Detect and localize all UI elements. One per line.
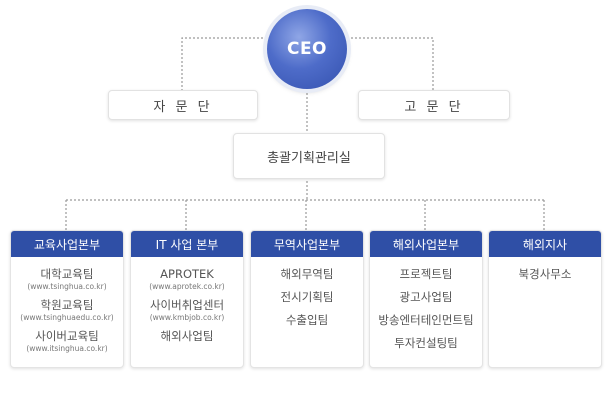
team-name: 수출입팀 [285, 313, 329, 327]
dept-education: 교육사업본부 대학교육팀 (www.tsinghua.co.kr) 학원교육팀 … [10, 230, 124, 368]
team-name: 전시기획팀 [280, 290, 334, 304]
team-url: (www.kmbjob.co.kr) [149, 313, 225, 322]
team-item: 사이버취업센터 (www.kmbjob.co.kr) [131, 298, 243, 322]
advisory-board-label: 자 문 단 [153, 99, 213, 115]
team-item: 전시기획팀 [251, 290, 363, 305]
team-item: 광고사업팀 [370, 290, 482, 305]
dept-header: 교육사업본부 [11, 231, 123, 257]
team-item: 방송엔터테인먼트팀 [370, 313, 482, 328]
team-name: 북경사무소 [518, 267, 572, 281]
team-item: 대학교육팀 (www.tsinghua.co.kr) [11, 267, 123, 291]
team-name: 사이버교육팀 [35, 329, 99, 343]
team-name: 광고사업팀 [399, 290, 453, 304]
team-item: 사이버교육팀 (www.itsinghua.co.kr) [11, 329, 123, 353]
dept-header: 해외지사 [489, 231, 601, 257]
team-name: 방송엔터테인먼트팀 [378, 313, 474, 327]
consulting-board-box: 고 문 단 [358, 90, 510, 120]
team-item: 북경사무소 [489, 267, 601, 282]
team-item: 투자컨설팅팀 [370, 336, 482, 351]
ceo-node: CEO [267, 9, 347, 89]
team-item: 수출입팀 [251, 313, 363, 328]
dept-overseas-branch: 해외지사 북경사무소 [488, 230, 602, 368]
team-name: 대학교육팀 [40, 267, 94, 281]
dept-header: IT 사업 본부 [131, 231, 243, 257]
dept-trade: 무역사업본부 해외무역팀 전시기획팀 수출입팀 [250, 230, 364, 368]
dept-header: 무역사업본부 [251, 231, 363, 257]
team-name: 투자컨설팅팀 [394, 336, 458, 350]
team-name: 해외사업팀 [160, 329, 214, 343]
planning-office-label: 총괄기획관리실 [267, 150, 351, 166]
team-url: (www.tsinghuaedu.co.kr) [20, 313, 114, 322]
team-name: APROTEK [160, 267, 214, 281]
team-item: APROTEK (www.aprotek.co.kr) [131, 267, 243, 291]
consulting-board-label: 고 문 단 [404, 99, 464, 115]
advisory-board-box: 자 문 단 [108, 90, 258, 120]
team-url: (www.itsinghua.co.kr) [26, 344, 108, 353]
team-url: (www.tsinghua.co.kr) [27, 282, 107, 291]
ceo-label: CEO [286, 39, 328, 59]
team-url: (www.aprotek.co.kr) [149, 282, 225, 291]
team-name: 해외무역팀 [280, 267, 334, 281]
dept-header: 해외사업본부 [370, 231, 482, 257]
team-item: 프로젝트팀 [370, 267, 482, 282]
dept-overseas-business: 해외사업본부 프로젝트팀 광고사업팀 방송엔터테인먼트팀 투자컨설팅팀 [369, 230, 483, 368]
team-name: 학원교육팀 [40, 298, 94, 312]
team-item: 해외사업팀 [131, 329, 243, 344]
dept-it: IT 사업 본부 APROTEK (www.aprotek.co.kr) 사이버… [130, 230, 244, 368]
planning-office-box: 총괄기획관리실 [233, 133, 385, 179]
team-item: 학원교육팀 (www.tsinghuaedu.co.kr) [11, 298, 123, 322]
team-item: 해외무역팀 [251, 267, 363, 282]
team-name: 사이버취업센터 [149, 298, 225, 312]
team-name: 프로젝트팀 [399, 267, 453, 281]
